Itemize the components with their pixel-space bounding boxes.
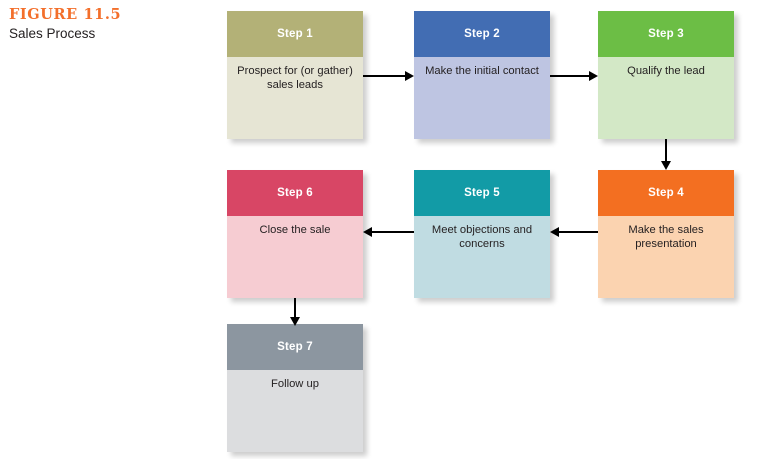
step-box-2: Step 2 Make the initial contact xyxy=(414,11,550,139)
connector-step2-to-step3 xyxy=(550,71,598,81)
step-box-5: Step 5 Meet objections and concerns xyxy=(414,170,550,298)
connector-line xyxy=(550,75,590,77)
step-box-6: Step 6 Close the sale xyxy=(227,170,363,298)
step-6-body: Close the sale xyxy=(259,224,331,236)
connector-step1-to-step2 xyxy=(363,71,414,81)
figure-number: FIGURE 11.5 xyxy=(9,6,122,23)
connector-step6-to-step7 xyxy=(290,298,300,326)
step-2-header: Step 2 xyxy=(414,11,550,57)
step-box-4: Step 4 Make the sales presentation xyxy=(598,170,734,298)
arrow-head-down-icon xyxy=(661,161,671,170)
arrow-head-right-icon xyxy=(589,71,598,81)
step-box-7: Step 7 Follow up xyxy=(227,324,363,452)
step-6-header: Step 6 xyxy=(227,170,363,216)
step-4-body: Make the sales presentation xyxy=(628,224,704,250)
connector-line xyxy=(558,231,598,233)
step-1-body: Prospect for (or gather) sales leads xyxy=(237,65,353,91)
step-5-body: Meet objections and concerns xyxy=(431,224,533,250)
step-box-1: Step 1 Prospect for (or gather) sales le… xyxy=(227,11,363,139)
step-4-header: Step 4 xyxy=(598,170,734,216)
connector-line xyxy=(665,139,667,163)
connector-step3-to-step4 xyxy=(661,139,671,170)
arrow-head-right-icon xyxy=(405,71,414,81)
connector-step5-to-step6 xyxy=(363,227,414,237)
arrow-head-down-icon xyxy=(290,317,300,326)
step-2-body: Make the initial contact xyxy=(425,65,539,77)
connector-line xyxy=(294,298,296,319)
connector-line xyxy=(371,231,414,233)
step-3-body: Qualify the lead xyxy=(627,65,705,77)
connector-line xyxy=(363,75,406,77)
step-1-header: Step 1 xyxy=(227,11,363,57)
arrow-head-left-icon xyxy=(363,227,372,237)
step-5-header: Step 5 xyxy=(414,170,550,216)
step-3-header: Step 3 xyxy=(598,11,734,57)
figure-title: Sales Process xyxy=(9,26,96,41)
step-7-header: Step 7 xyxy=(227,324,363,370)
connector-step4-to-step5 xyxy=(550,227,598,237)
arrow-head-left-icon xyxy=(550,227,559,237)
figure-caption: FIGURE 11.5 Sales Process xyxy=(9,6,199,43)
step-box-3: Step 3 Qualify the lead xyxy=(598,11,734,139)
step-7-body: Follow up xyxy=(271,378,319,390)
